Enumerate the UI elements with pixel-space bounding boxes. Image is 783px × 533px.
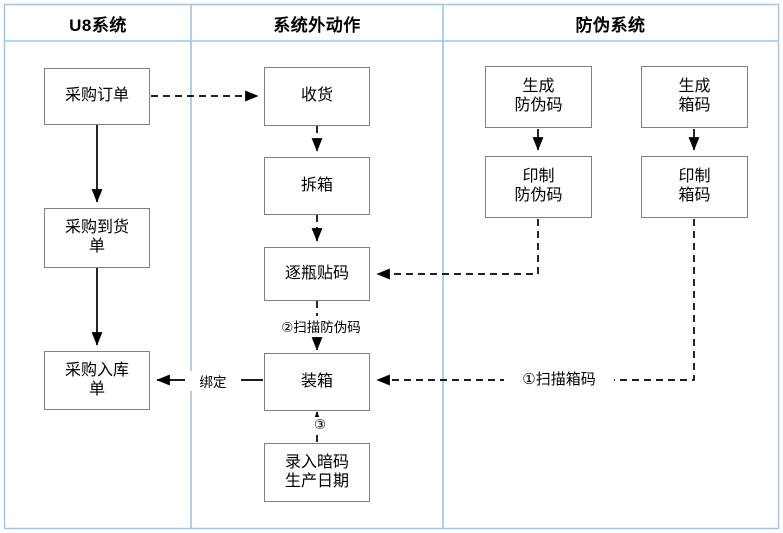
edge-printcase-to-pack: [376, 219, 695, 386]
edge-label-bind: 绑定: [185, 371, 241, 391]
node-label-each-bottle[interactable]: 逐瓶贴码: [264, 247, 370, 301]
node-generate-antifake-code[interactable]: 生成 防伪码: [485, 66, 592, 128]
swimlane-frame: [3, 3, 780, 530]
node-receive-goods[interactable]: 收货: [264, 67, 370, 126]
edge-label-step-three: ③: [300, 417, 340, 433]
lane-title-u8: U8系统: [69, 16, 127, 35]
node-enter-secret-code[interactable]: 录入暗码 生产日期: [264, 443, 370, 502]
lane-title-antifake: 防伪系统: [575, 16, 646, 35]
node-purchase-arrival[interactable]: 采购到货 单: [44, 208, 150, 268]
node-print-antifake-code[interactable]: 印制 防伪码: [485, 156, 592, 218]
node-print-case-code[interactable]: 印制 箱码: [641, 156, 748, 218]
node-unpack-case[interactable]: 拆箱: [264, 157, 370, 215]
edge-label-scan-antifake: ②扫描防伪码: [257, 316, 385, 336]
node-purchase-inbound[interactable]: 采购入库 单: [44, 351, 150, 410]
edge-label-scan-case: ①扫描箱码: [504, 368, 614, 389]
node-generate-case-code[interactable]: 生成 箱码: [641, 66, 748, 128]
node-pack-case[interactable]: 装箱: [264, 353, 370, 411]
edge-printantifake-to-label: [376, 219, 539, 280]
node-purchase-order[interactable]: 采购订单: [44, 68, 150, 125]
lane-title-external: 系统外动作: [273, 16, 361, 35]
